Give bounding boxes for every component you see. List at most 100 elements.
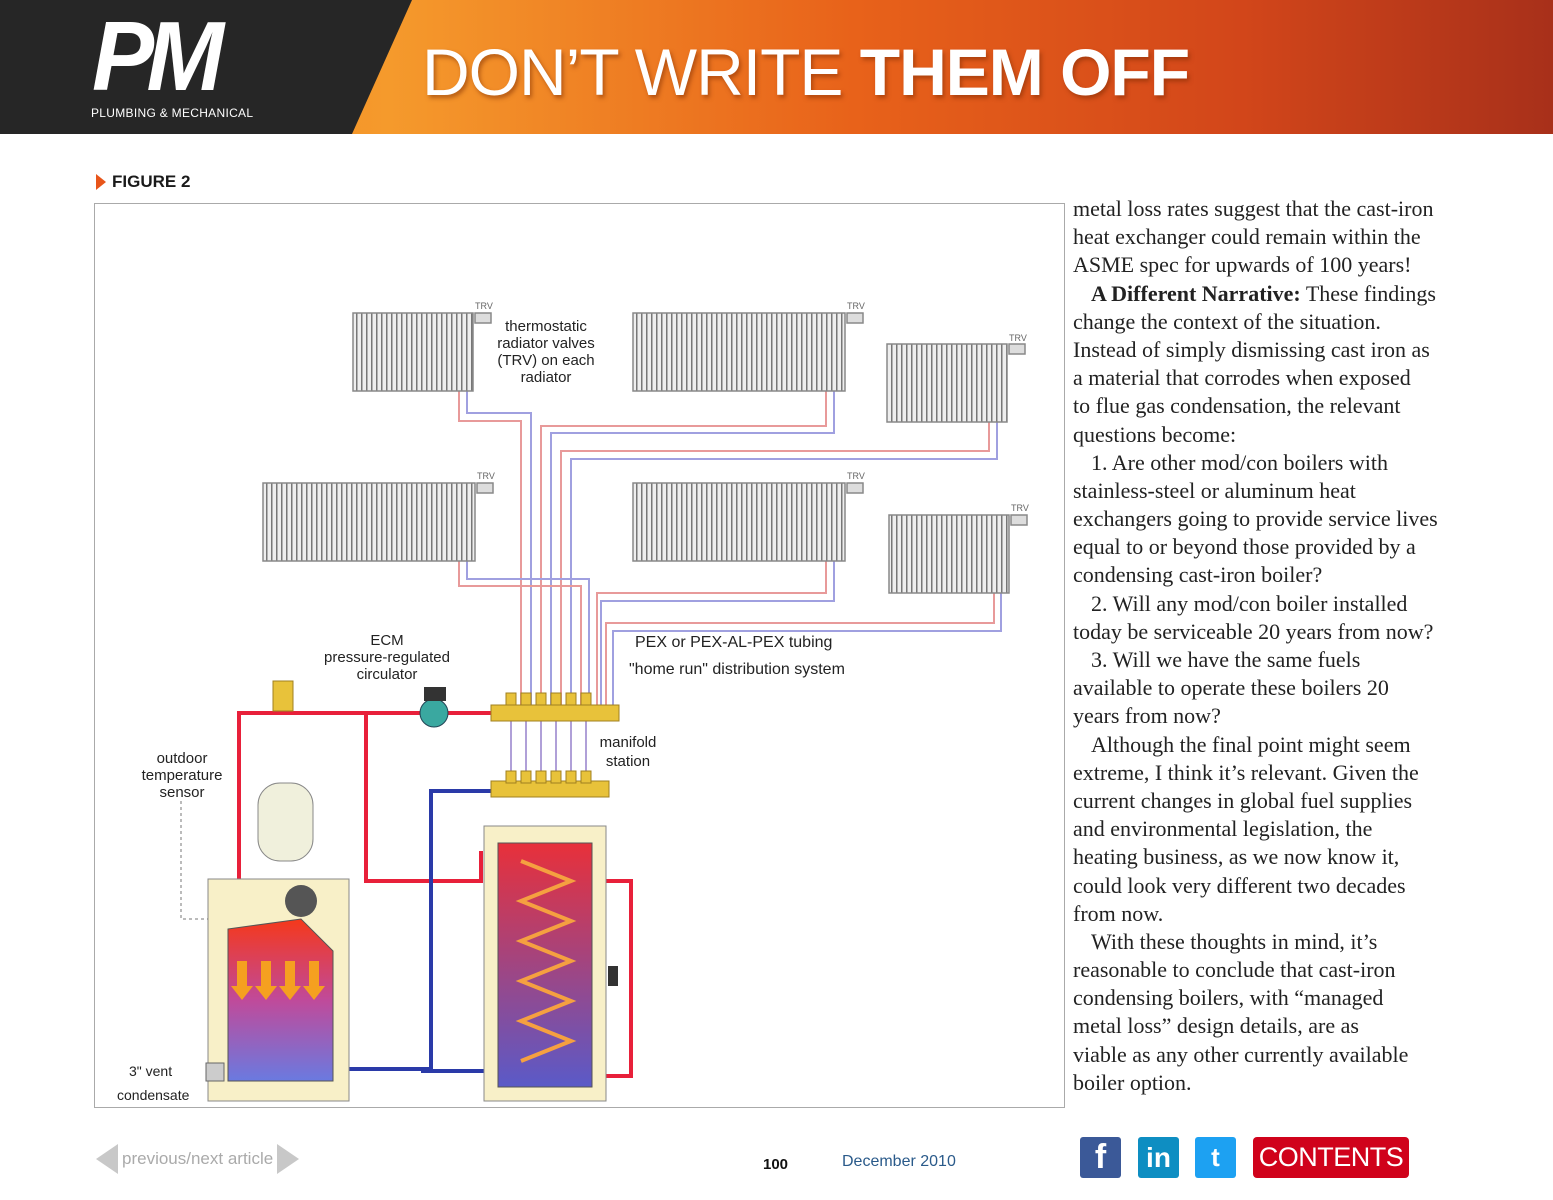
trv-label: TRV — [1009, 333, 1027, 343]
article-line: to flue gas condensation, the relevant — [1073, 392, 1543, 420]
article-text: boiler option. — [1073, 1069, 1192, 1095]
article-text: condensing boilers, with “managed — [1073, 985, 1384, 1011]
article-line: Although the final point might seem — [1073, 731, 1543, 759]
article-line: viable as any other currently available — [1073, 1041, 1543, 1069]
article-line: available to operate these boilers 20 — [1073, 674, 1543, 702]
article-text: heating business, as we now know it, — [1073, 844, 1400, 870]
prev-next-article-nav[interactable]: previous/next article — [96, 1144, 300, 1174]
article-text: 1. Are other mod/con boilers with — [1091, 449, 1388, 475]
next-arrow-icon[interactable] — [277, 1144, 300, 1174]
sensor-label: outdoor — [157, 750, 208, 767]
article-text: reasonable to conclude that cast-iron — [1073, 957, 1396, 983]
sensor-label: temperature — [142, 767, 223, 784]
article-line: equal to or beyond those provided by a — [1073, 533, 1543, 561]
article-text: ASME spec for upwards of 100 years! — [1073, 252, 1412, 278]
article-text: a material that corrodes when exposed — [1073, 365, 1411, 391]
article-line: With these thoughts in mind, it’s — [1073, 928, 1543, 956]
article-line: A Different Narrative: These findings — [1073, 280, 1543, 308]
article-text: questions become: — [1073, 421, 1237, 447]
article-line: 1. Are other mod/con boilers with — [1073, 449, 1543, 477]
article-text: metal loss” design details, are as — [1073, 1013, 1359, 1039]
pm-logo[interactable]: PM — [92, 1, 224, 111]
article-text: stainless-steel or aluminum heat — [1073, 477, 1356, 503]
sensor-label: sensor — [159, 784, 204, 801]
article-line: a material that corrodes when exposed — [1073, 364, 1543, 392]
article-line: could look very different two decades — [1073, 872, 1543, 900]
facebook-glyph: f — [1094, 1138, 1107, 1176]
article-text: equal to or beyond those provided by a — [1073, 534, 1416, 560]
ecm-label: ECM — [370, 632, 403, 649]
article-line: 3. Will we have the same fuels — [1073, 646, 1543, 674]
article-headline: DON’T WRITE THEM OFF — [422, 34, 1190, 110]
article-line: and environmental legislation, the — [1073, 815, 1543, 843]
twitter-icon[interactable]: t — [1195, 1137, 1236, 1178]
vent-label: 3" vent — [129, 1063, 172, 1079]
article-text: years from now? — [1073, 703, 1221, 729]
article-text: heat exchanger could remain within the — [1073, 224, 1421, 250]
trv-label: TRV — [847, 471, 865, 481]
article-text: viable as any other currently available — [1073, 1041, 1409, 1067]
article-text: today be serviceable 20 years from now? — [1073, 618, 1434, 644]
article-text: extreme, I think it’s relevant. Given th… — [1073, 759, 1419, 785]
issue-date: December 2010 — [842, 1153, 956, 1170]
contents-button[interactable]: CONTENTS — [1253, 1137, 1409, 1178]
ecm-label: circulator — [357, 666, 418, 683]
article-text: exchangers going to provide service live… — [1073, 506, 1438, 532]
article-line: reasonable to conclude that cast-iron — [1073, 956, 1543, 984]
article-line: exchangers going to provide service live… — [1073, 505, 1543, 533]
facebook-icon[interactable]: f — [1080, 1137, 1121, 1178]
article-line: change the context of the situation. — [1073, 308, 1543, 336]
article-line: heat exchanger could remain within the — [1073, 223, 1543, 251]
ecm-label: pressure-regulated — [324, 649, 450, 666]
home-run-label: "home run" distribution system — [629, 661, 845, 678]
trv-note-line: (TRV) on each — [497, 352, 594, 369]
article-body: metal loss rates suggest that the cast-i… — [1073, 195, 1543, 1097]
page-header: PM PLUMBING & MECHANICAL DON’T WRITE THE… — [0, 0, 1553, 134]
figure-label-text: FIGURE 2 — [112, 172, 191, 191]
article-line: condensing boilers, with “managed — [1073, 984, 1543, 1012]
linkedin-icon[interactable]: in — [1138, 1137, 1179, 1178]
page-number: 100 — [763, 1156, 789, 1173]
article-text: Although the final point might seem — [1091, 731, 1411, 757]
article-text: available to operate these boilers 20 — [1073, 675, 1389, 701]
trv-note-line: radiator — [521, 369, 572, 386]
article-line: stainless-steel or aluminum heat — [1073, 477, 1543, 505]
article-text: current changes in global fuel supplies — [1073, 787, 1413, 813]
article-text: 3. Will we have the same fuels — [1091, 647, 1361, 672]
trv-note-line: radiator valves — [497, 335, 595, 352]
article-line: current changes in global fuel supplies — [1073, 787, 1543, 815]
article-line: questions become: — [1073, 421, 1543, 449]
article-text: With these thoughts in mind, it’s — [1091, 928, 1378, 954]
article-text: metal loss rates suggest that the cast-i… — [1073, 196, 1434, 221]
article-text: and environmental legislation, the — [1073, 816, 1373, 842]
article-line: metal loss” design details, are as — [1073, 1012, 1543, 1040]
trv-label: TRV — [847, 301, 865, 311]
manifold-label: station — [606, 753, 650, 770]
condensate-label: condensate — [117, 1087, 190, 1103]
article-line: metal loss rates suggest that the cast-i… — [1073, 195, 1543, 223]
article-text: to flue gas condensation, the relevant — [1073, 393, 1401, 419]
article-line: from now. — [1073, 900, 1543, 928]
article-text: Instead of simply dismissing cast iron a… — [1073, 336, 1430, 362]
article-line: today be serviceable 20 years from now? — [1073, 618, 1543, 646]
article-text: condensing cast-iron boiler? — [1073, 562, 1323, 588]
prev-next-label[interactable]: previous/next article — [122, 1149, 274, 1168]
trv-label: TRV — [477, 471, 495, 481]
previous-arrow-icon[interactable] — [96, 1144, 118, 1174]
figure-label: FIGURE 2 — [96, 172, 190, 192]
figure-diagram: TRV TRV TRV TRV TRV TRV thermostatic rad… — [94, 203, 1065, 1108]
twitter-glyph: t — [1211, 1142, 1220, 1172]
trv-label: TRV — [1011, 503, 1029, 513]
headline-bold: THEM OFF — [859, 35, 1190, 109]
logo-block — [0, 0, 412, 134]
headline-light: DON’T WRITE — [422, 35, 860, 109]
article-line: boiler option. — [1073, 1069, 1543, 1097]
article-text: change the context of the situation. — [1073, 308, 1381, 334]
manifold-label: manifold — [600, 734, 657, 751]
article-text: 2. Will any mod/con boiler installed — [1091, 590, 1408, 616]
article-line: heating business, as we now know it, — [1073, 843, 1543, 871]
article-line: ASME spec for upwards of 100 years! — [1073, 251, 1543, 279]
article-line: extreme, I think it’s relevant. Given th… — [1073, 759, 1543, 787]
article-text: could look very different two decades — [1073, 872, 1406, 898]
article-text: These findings — [1300, 280, 1436, 306]
